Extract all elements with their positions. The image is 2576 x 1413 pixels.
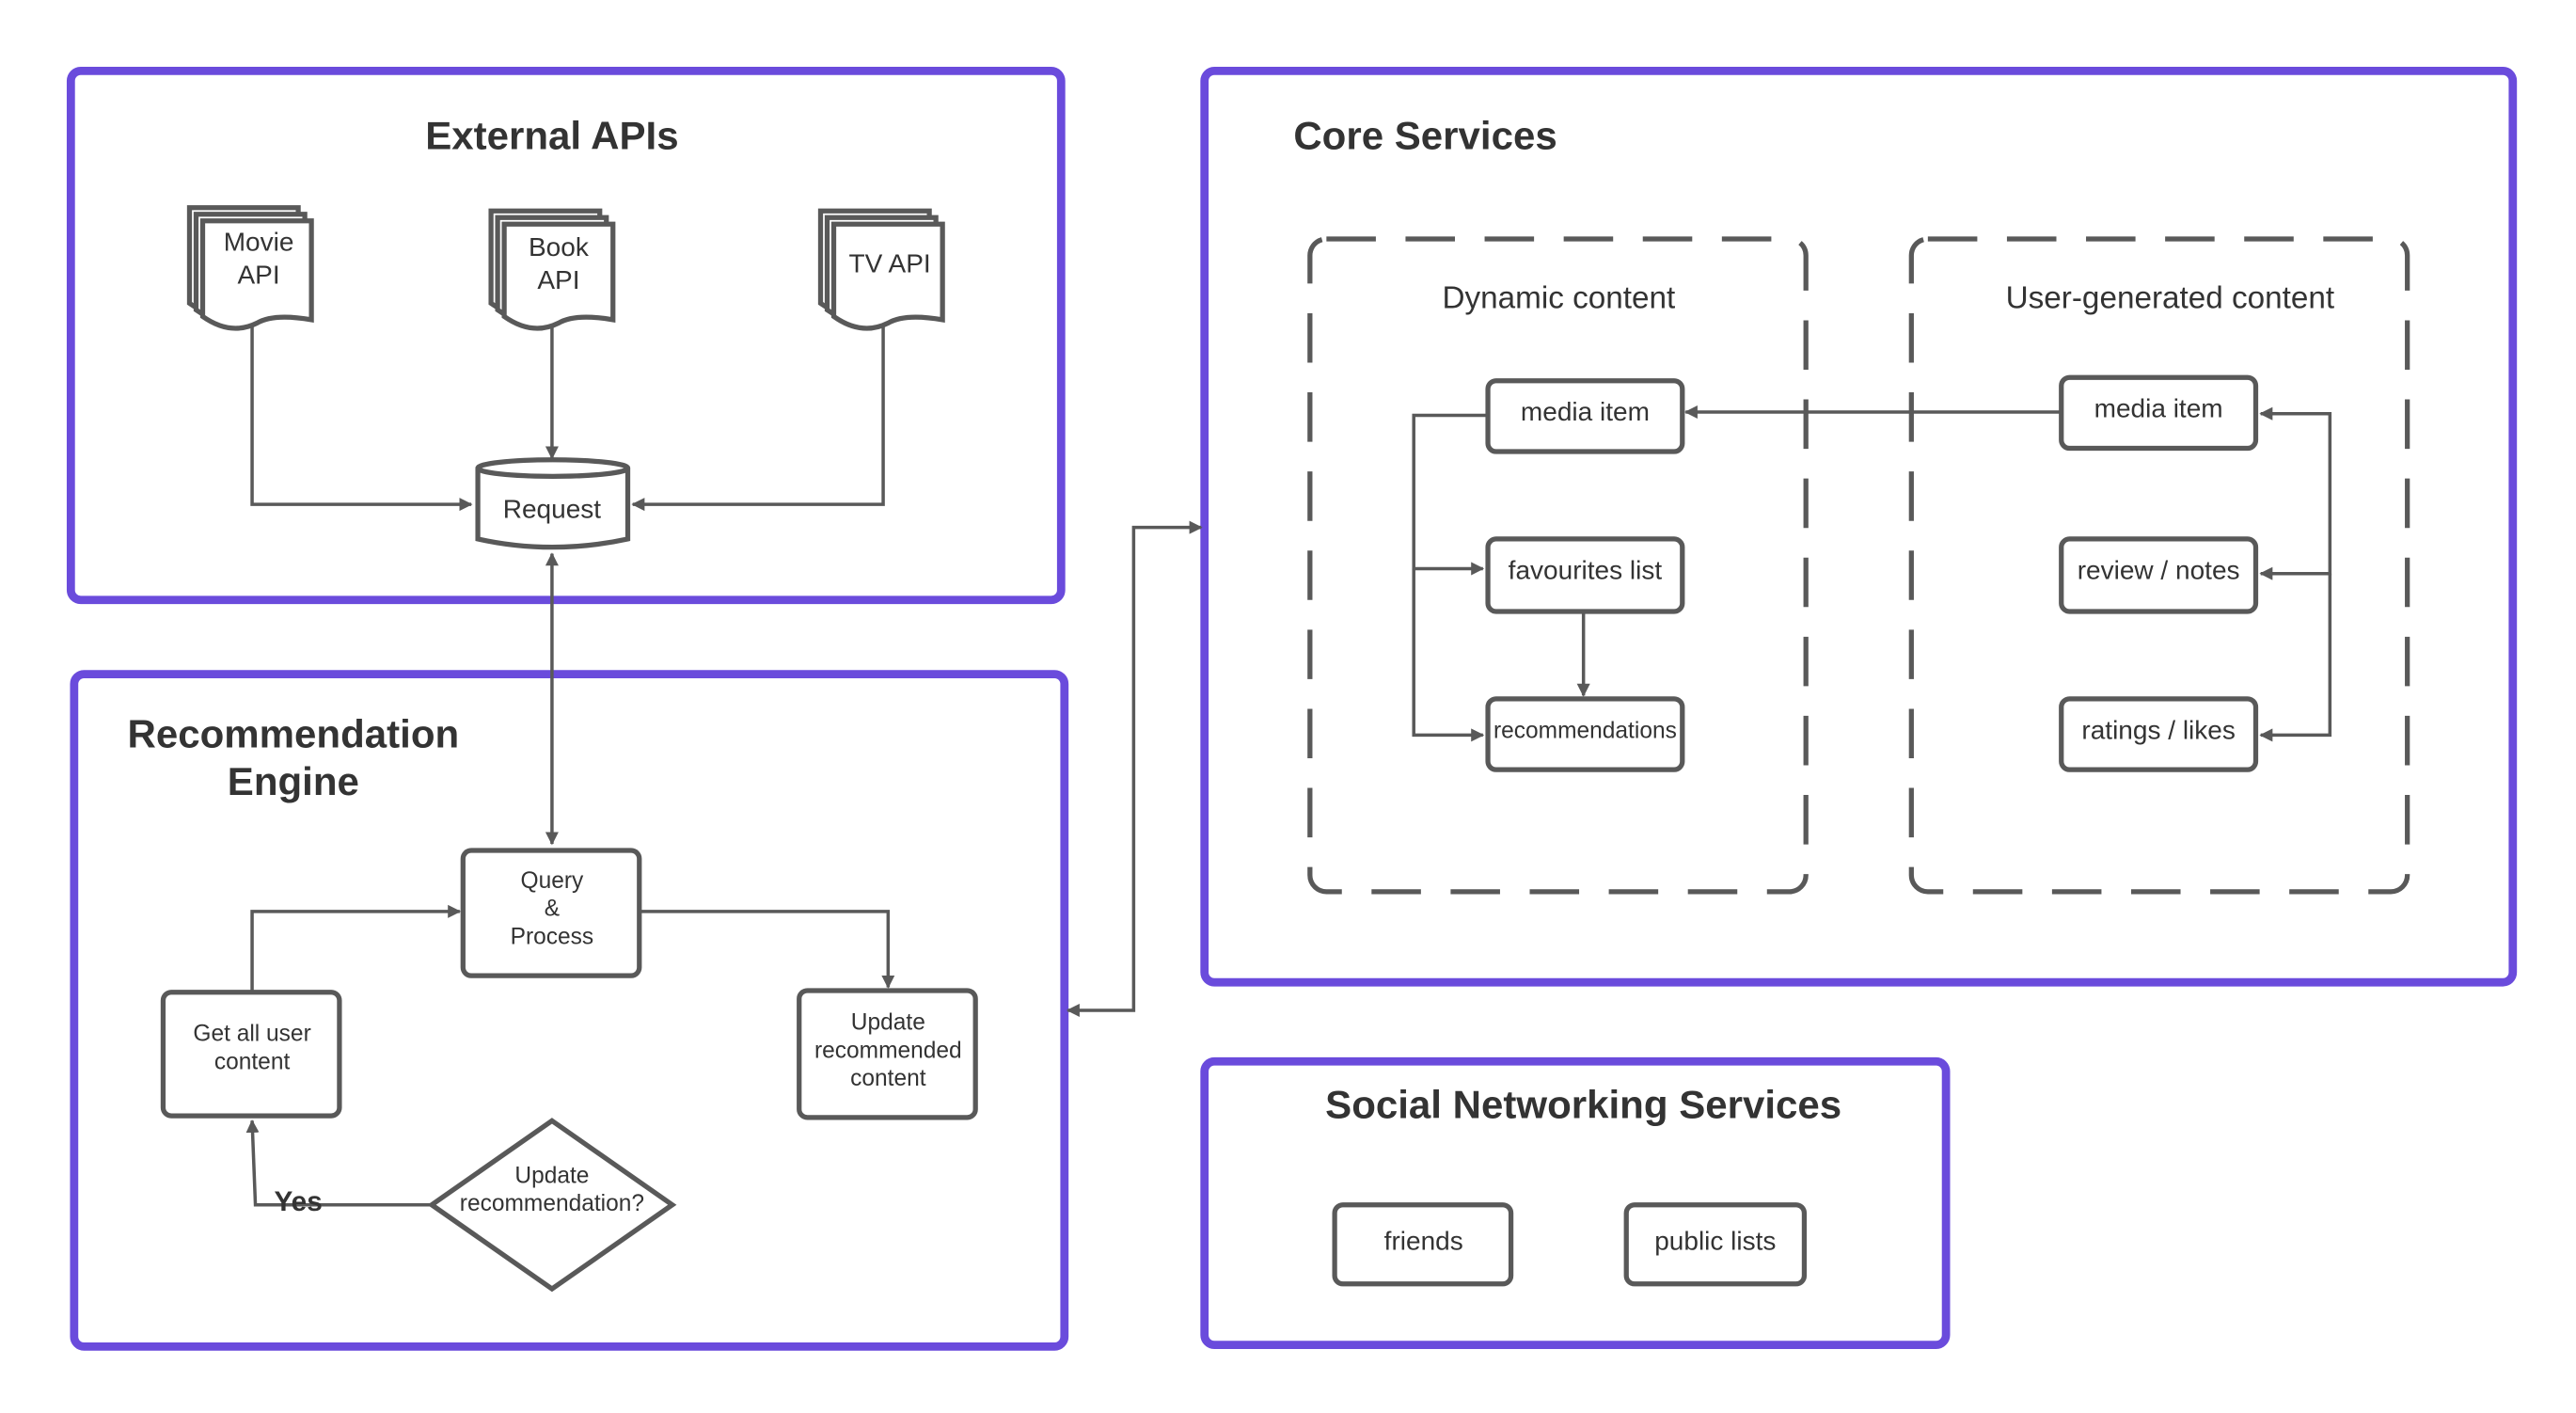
edge-dyn-media-to-favourites [1412,413,1489,576]
recommendations-node [1485,696,1685,772]
edge-to-ratings [2259,573,2332,742]
query-process-label: Query [521,868,585,894]
edges [245,323,2332,1207]
request-label: Request [503,495,602,524]
core-services-title: Core Services [1293,113,1557,157]
edge-movie-to-request [250,323,473,512]
dynamic-media-item-label: media item [1521,397,1650,426]
book-api-label-line2: API [537,265,579,294]
friends-label: friends [1384,1226,1463,1255]
get-all-user-content-label: Get all user [193,1022,310,1047]
ugc-media-item-node [2059,374,2259,452]
edge-get-content-to-query [250,904,462,992]
tv-api-label: TV API [848,248,930,278]
movie-api-label: Movie [224,228,294,257]
friends-node [1332,1202,1514,1287]
movie-api-label-line2: API [237,261,279,290]
update-recommended-content-label: Update [851,1009,925,1035]
review-notes-node [2059,536,2259,614]
book-api-node [488,208,616,331]
movie-api-node [186,205,314,331]
edge-decision-yes-to-get-content [245,1119,433,1207]
book-api-label: Book [529,232,590,262]
recommendation-engine-group [70,670,1069,1351]
query-process-node [460,848,642,978]
edge-query-to-update-content [640,910,895,989]
public-lists-label: public lists [1654,1226,1776,1255]
edge-engine-to-core [1066,520,1203,1017]
update-recommended-content-label-line3: content [850,1066,926,1091]
recommendations-label: recommendations [1493,718,1677,743]
ugc-media-item-label: media item [2094,394,2223,423]
user-generated-content-container [1908,236,2410,895]
get-all-user-content-node [160,990,342,1119]
ratings-likes-node [2059,696,2259,772]
external-apis-group [66,66,1066,605]
update-recommended-content-label-line2: recommended [814,1038,962,1063]
external-apis-title: External APIs [425,113,678,157]
public-lists-node [1623,1202,1808,1287]
core-services-group [1200,66,2518,987]
review-notes-label: review / notes [2078,555,2240,584]
dynamic-media-item-node [1485,378,1685,454]
dynamic-content-container [1307,236,1809,895]
edge-label-yes: Yes [274,1186,322,1217]
social-networking-group [1200,1056,1951,1350]
favourites-list-label: favourites list [1509,555,1663,584]
get-all-user-content-label-line2: content [214,1050,291,1075]
update-recommendation-label-line2: recommendation? [460,1191,644,1216]
edge-dyn-media-to-recommendations [1412,568,1485,742]
ratings-likes-label: ratings / likes [2081,715,2235,744]
social-networking-title: Social Networking Services [1325,1082,1841,1126]
update-recommendation-label: Update [514,1163,589,1188]
user-generated-content-label: User-generated content [2006,281,2335,316]
request-node [475,457,631,550]
recommendation-engine-title: Recommendation [128,711,460,755]
query-process-label-line3: Process [511,924,594,949]
favourites-list-node [1485,536,1685,614]
edge-tv-to-request [631,325,885,512]
dynamic-content-label: Dynamic content [1443,281,1676,316]
tv-api-node [817,208,945,331]
recommendation-engine-title-line2: Engine [228,759,359,803]
query-process-label-line2: & [545,897,560,922]
update-recommended-content-node [797,988,978,1120]
update-recommendation-decision [427,1118,677,1293]
edge-ugc-media-loop [2259,406,2332,580]
